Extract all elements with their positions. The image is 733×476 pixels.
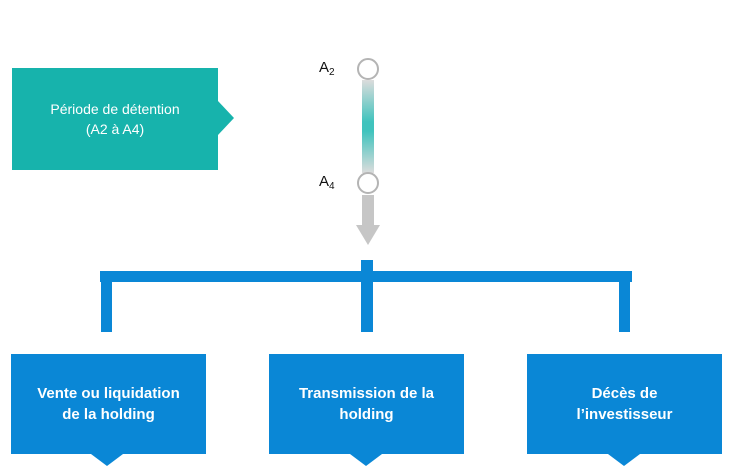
outcome-sale-line1: Vente ou liquidation bbox=[37, 385, 180, 402]
timeline-bar bbox=[362, 80, 374, 173]
holding-period-pointer bbox=[218, 101, 234, 135]
timeline-start-marker bbox=[357, 58, 379, 80]
outcome-transmission-line1: Transmission de la bbox=[298, 385, 435, 402]
holding-period-title: Période de détention bbox=[50, 101, 180, 117]
outcome-sale-box: Vente ou liquidation de la holding bbox=[11, 354, 206, 454]
outcome-sale-pointer bbox=[91, 454, 123, 466]
down-arrow-shaft bbox=[362, 195, 374, 227]
outcome-transmission-box: Transmission de la holding bbox=[269, 354, 464, 454]
timeline-end-marker bbox=[357, 172, 379, 194]
connector-horizontal bbox=[100, 271, 632, 282]
outcome-death-line1: Décès de bbox=[591, 385, 658, 402]
holding-period-range: (A2 à A4) bbox=[85, 121, 145, 137]
connector-right-drop bbox=[619, 271, 630, 332]
outcome-death-line2: l’investisseur bbox=[576, 406, 673, 423]
down-arrow-icon bbox=[356, 225, 380, 245]
timeline-end-label: A4 bbox=[319, 173, 335, 192]
outcome-transmission-pointer bbox=[350, 454, 382, 466]
outcome-death-box: Décès de l’investisseur bbox=[527, 354, 722, 454]
connector-left-drop bbox=[101, 271, 112, 332]
holding-period-box: Période de détention (A2 à A4) bbox=[12, 68, 218, 170]
outcome-transmission-line2: holding bbox=[339, 406, 394, 423]
timeline-start-label: A2 bbox=[319, 59, 335, 78]
outcome-death-pointer bbox=[608, 454, 640, 466]
outcome-sale-line2: de la holding bbox=[62, 406, 155, 423]
